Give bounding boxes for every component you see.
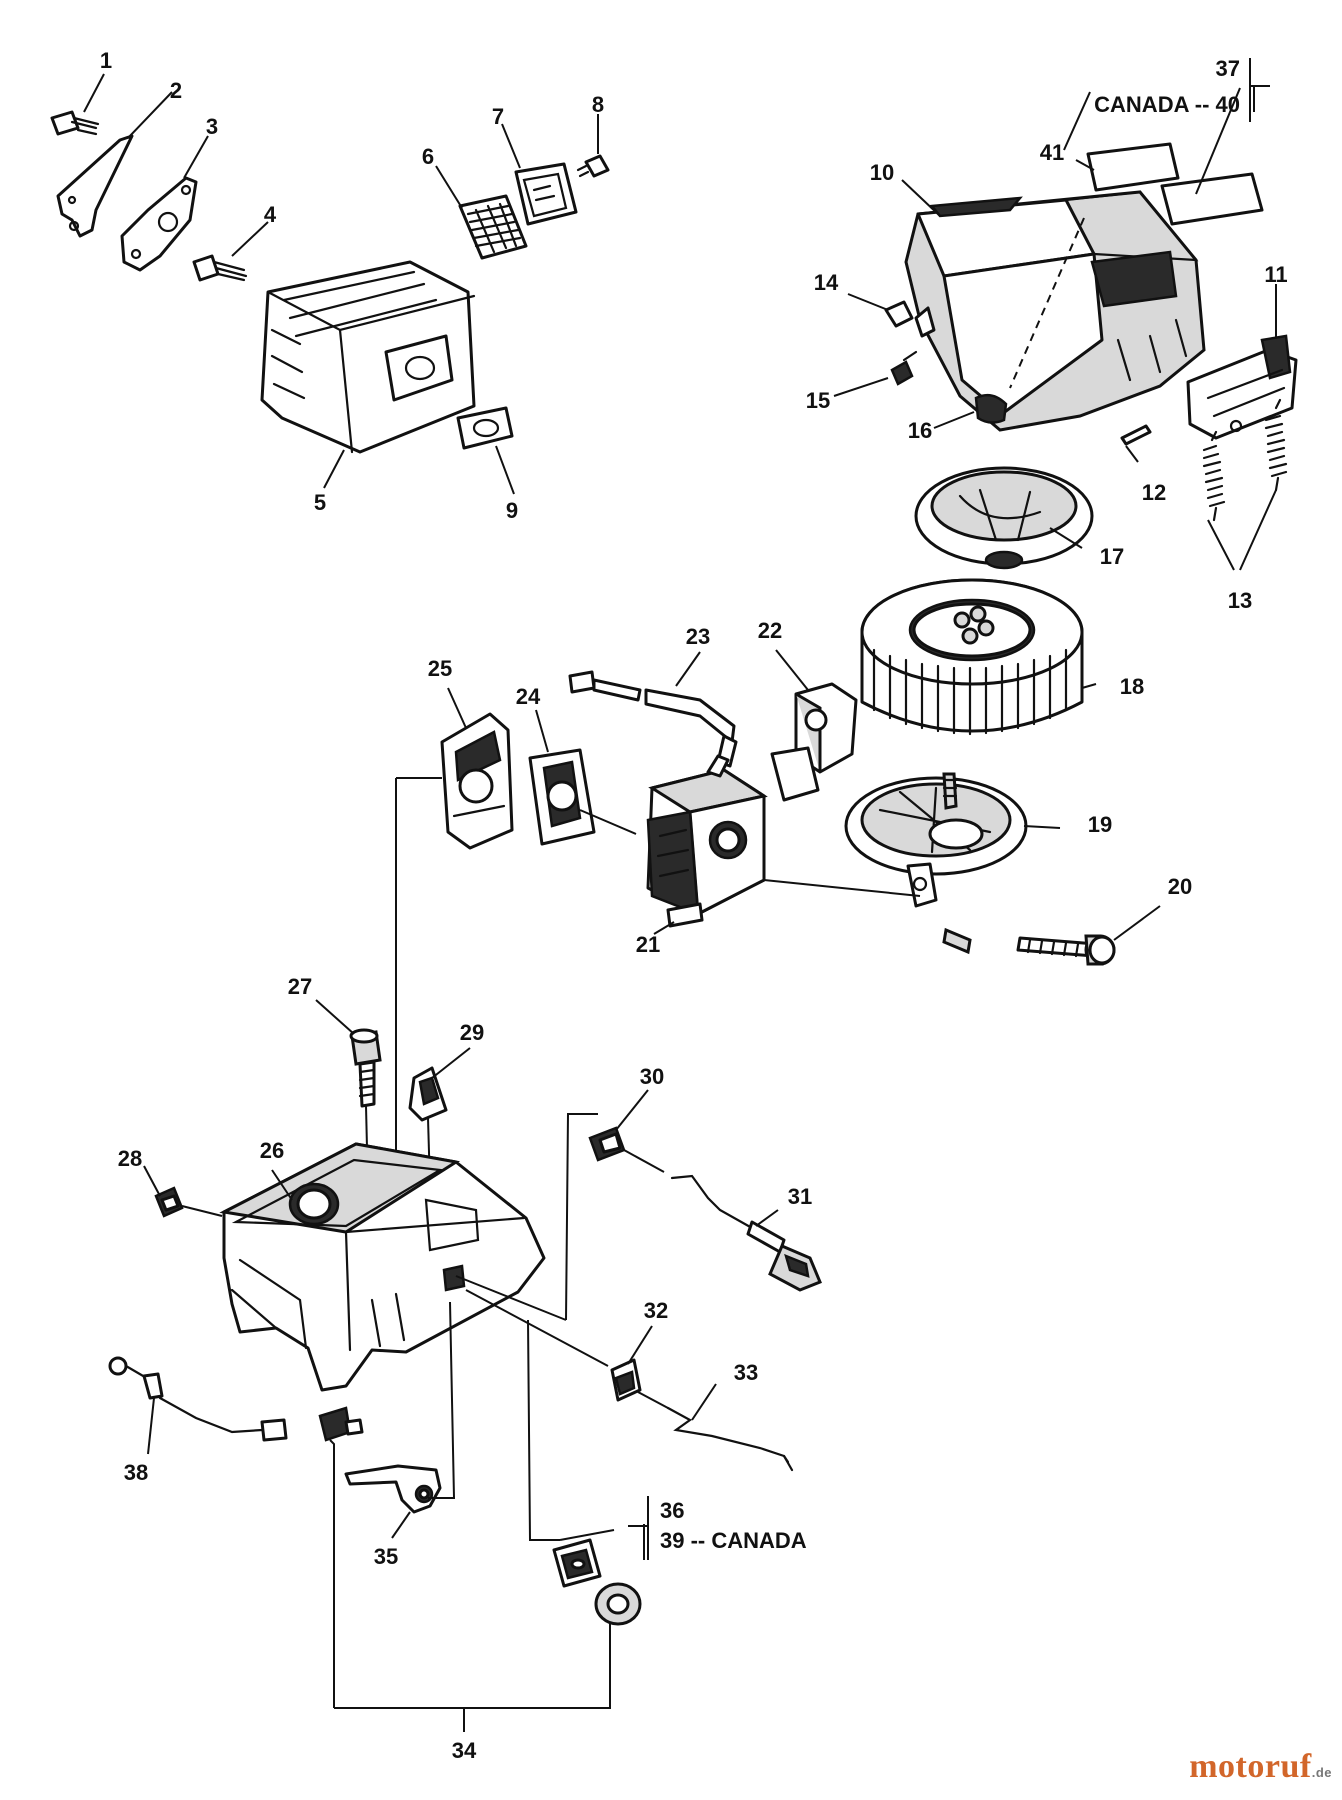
num-35: 35: [374, 1544, 398, 1569]
num-33: 33: [734, 1360, 758, 1385]
num-9: 9: [506, 498, 518, 523]
num-4: 4: [264, 202, 277, 227]
wire-38: [108, 1356, 288, 1442]
num-41: 41: [1040, 140, 1064, 165]
fuel-line-23: [568, 670, 738, 768]
cover-10: [904, 190, 1206, 432]
num-11: 11: [1264, 262, 1287, 287]
num-29: 29: [460, 1020, 484, 1045]
num-24: 24: [516, 684, 541, 709]
num-30: 30: [640, 1064, 664, 1089]
plate-36: [552, 1538, 602, 1588]
connector-30: [588, 1126, 626, 1162]
gasket-24: [528, 748, 596, 846]
grommet-16: [974, 393, 1008, 424]
carburetor-21: [646, 754, 768, 928]
num-26: 26: [260, 1138, 284, 1163]
num-7: 7: [492, 104, 504, 129]
rod-33: [666, 1406, 794, 1472]
note-36: 36: [660, 1498, 684, 1523]
pin-12: [1120, 424, 1152, 446]
bolt-20: [942, 927, 1116, 966]
num-38: 38: [124, 1460, 148, 1485]
num-2: 2: [170, 78, 182, 103]
rod-31: [670, 1174, 822, 1292]
grommet-29: [408, 1066, 448, 1122]
note-39-canada: 39 -- CANADA: [660, 1528, 807, 1553]
num-10: 10: [870, 160, 894, 185]
clip-32: [610, 1358, 642, 1402]
note-37: 37: [1216, 56, 1240, 81]
plug-28: [154, 1186, 184, 1218]
watermark-suffix: .de: [1311, 1765, 1332, 1780]
num-21: 21: [636, 932, 660, 957]
num-15: 15: [806, 388, 830, 413]
num-14: 14: [814, 270, 839, 295]
num-3: 3: [206, 114, 218, 139]
lever-35: [344, 1464, 442, 1514]
num-5: 5: [314, 490, 326, 515]
prefilter-17: [914, 466, 1094, 570]
num-17: 17: [1100, 544, 1124, 569]
num-8: 8: [592, 92, 604, 117]
num-34: 34: [452, 1738, 477, 1763]
num-1: 1: [100, 48, 112, 73]
plate-3: [120, 176, 198, 272]
screen-6: [458, 194, 528, 260]
insulator-22: [770, 682, 858, 802]
handle-base-26: [219, 1142, 546, 1392]
num-6: 6: [422, 144, 434, 169]
screw-1: [50, 110, 100, 136]
label-37-40: [1160, 172, 1264, 226]
num-31: 31: [788, 1184, 812, 1209]
num-28: 28: [118, 1146, 142, 1171]
adapter-25: [440, 712, 514, 850]
num-20: 20: [1168, 874, 1192, 899]
muffler-5: [260, 260, 476, 454]
watermark-text: motoruf: [1189, 1748, 1312, 1785]
fitting-27: [349, 1028, 382, 1108]
filter-base-19: [844, 772, 1028, 908]
note-canada-40: CANADA -- 40: [1094, 92, 1240, 117]
label-41: [1086, 142, 1180, 192]
grommet-34: [594, 1582, 642, 1626]
num-16: 16: [908, 418, 932, 443]
num-22: 22: [758, 618, 782, 643]
num-13: 13: [1228, 588, 1252, 613]
gasket-7: [514, 162, 578, 226]
num-27: 27: [288, 974, 312, 999]
screw-8: [576, 154, 610, 178]
bracket-2: [56, 134, 134, 238]
springs-13: [1202, 398, 1288, 522]
num-18: 18: [1120, 674, 1144, 699]
switch-38b: [318, 1406, 364, 1442]
watermark-logo: motoruf.de: [1189, 1748, 1332, 1786]
num-19: 19: [1088, 812, 1112, 837]
screw-4: [192, 254, 248, 282]
latch-11: [1186, 334, 1298, 440]
num-12: 12: [1142, 480, 1166, 505]
gasket-9: [456, 406, 514, 450]
clip-14: [884, 300, 936, 338]
num-25: 25: [428, 656, 452, 681]
screw-15: [890, 350, 918, 386]
num-32: 32: [644, 1298, 668, 1323]
air-filter-18: [860, 578, 1084, 736]
num-23: 23: [686, 624, 710, 649]
